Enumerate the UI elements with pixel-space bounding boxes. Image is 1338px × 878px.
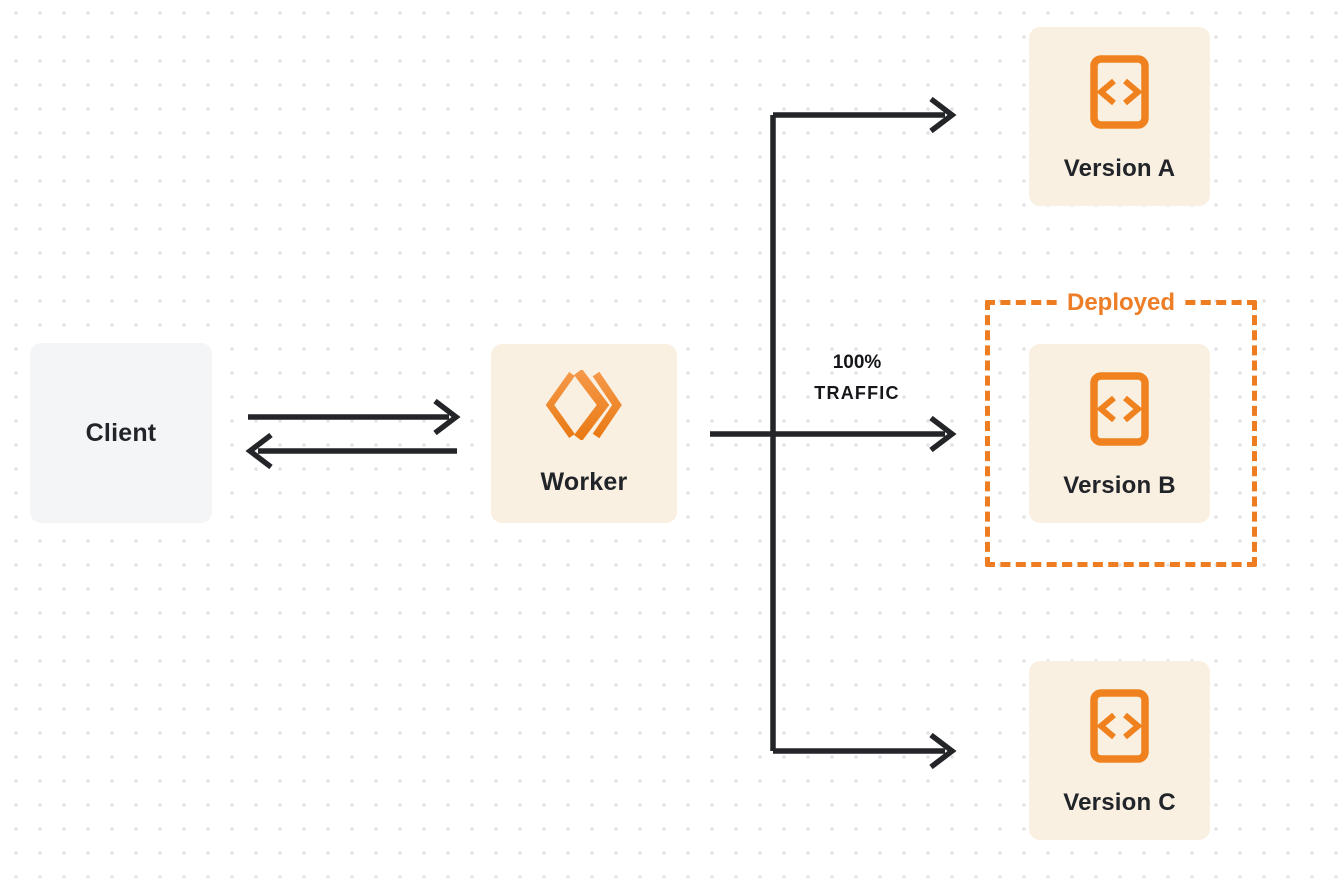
client-node: Client	[30, 343, 212, 523]
traffic-annotation: 100% TRAFFIC	[792, 350, 922, 406]
arrow-worker-to-version-b	[710, 415, 957, 453]
client-node-label: Client	[85, 418, 157, 447]
deployed-label: Deployed	[1056, 287, 1186, 318]
version-b-node: Version B	[1029, 344, 1210, 523]
worker-node-label: Worker	[540, 468, 628, 496]
arrow-client-to-worker	[248, 398, 461, 436]
worker-node: Worker	[491, 344, 677, 523]
deployed-group-outline: Deployed	[985, 287, 1257, 567]
code-page-icon	[1090, 55, 1149, 129]
arrow-branch-to-version-c	[773, 732, 957, 770]
traffic-percent-text: 100%	[832, 352, 882, 373]
arrow-branch-to-version-a	[773, 96, 957, 134]
version-a-node: Version A	[1029, 27, 1210, 206]
cloudflare-workers-logo-icon	[545, 370, 622, 440]
version-b-label: Version B	[1063, 472, 1176, 499]
traffic-word-text: TRAFFIC	[814, 383, 900, 403]
version-c-node: Version C	[1029, 661, 1210, 840]
arrow-worker-to-client	[245, 432, 457, 470]
version-c-label: Version C	[1063, 789, 1176, 816]
code-page-icon	[1090, 689, 1149, 763]
version-a-label: Version A	[1063, 155, 1176, 182]
code-page-icon	[1090, 372, 1149, 446]
